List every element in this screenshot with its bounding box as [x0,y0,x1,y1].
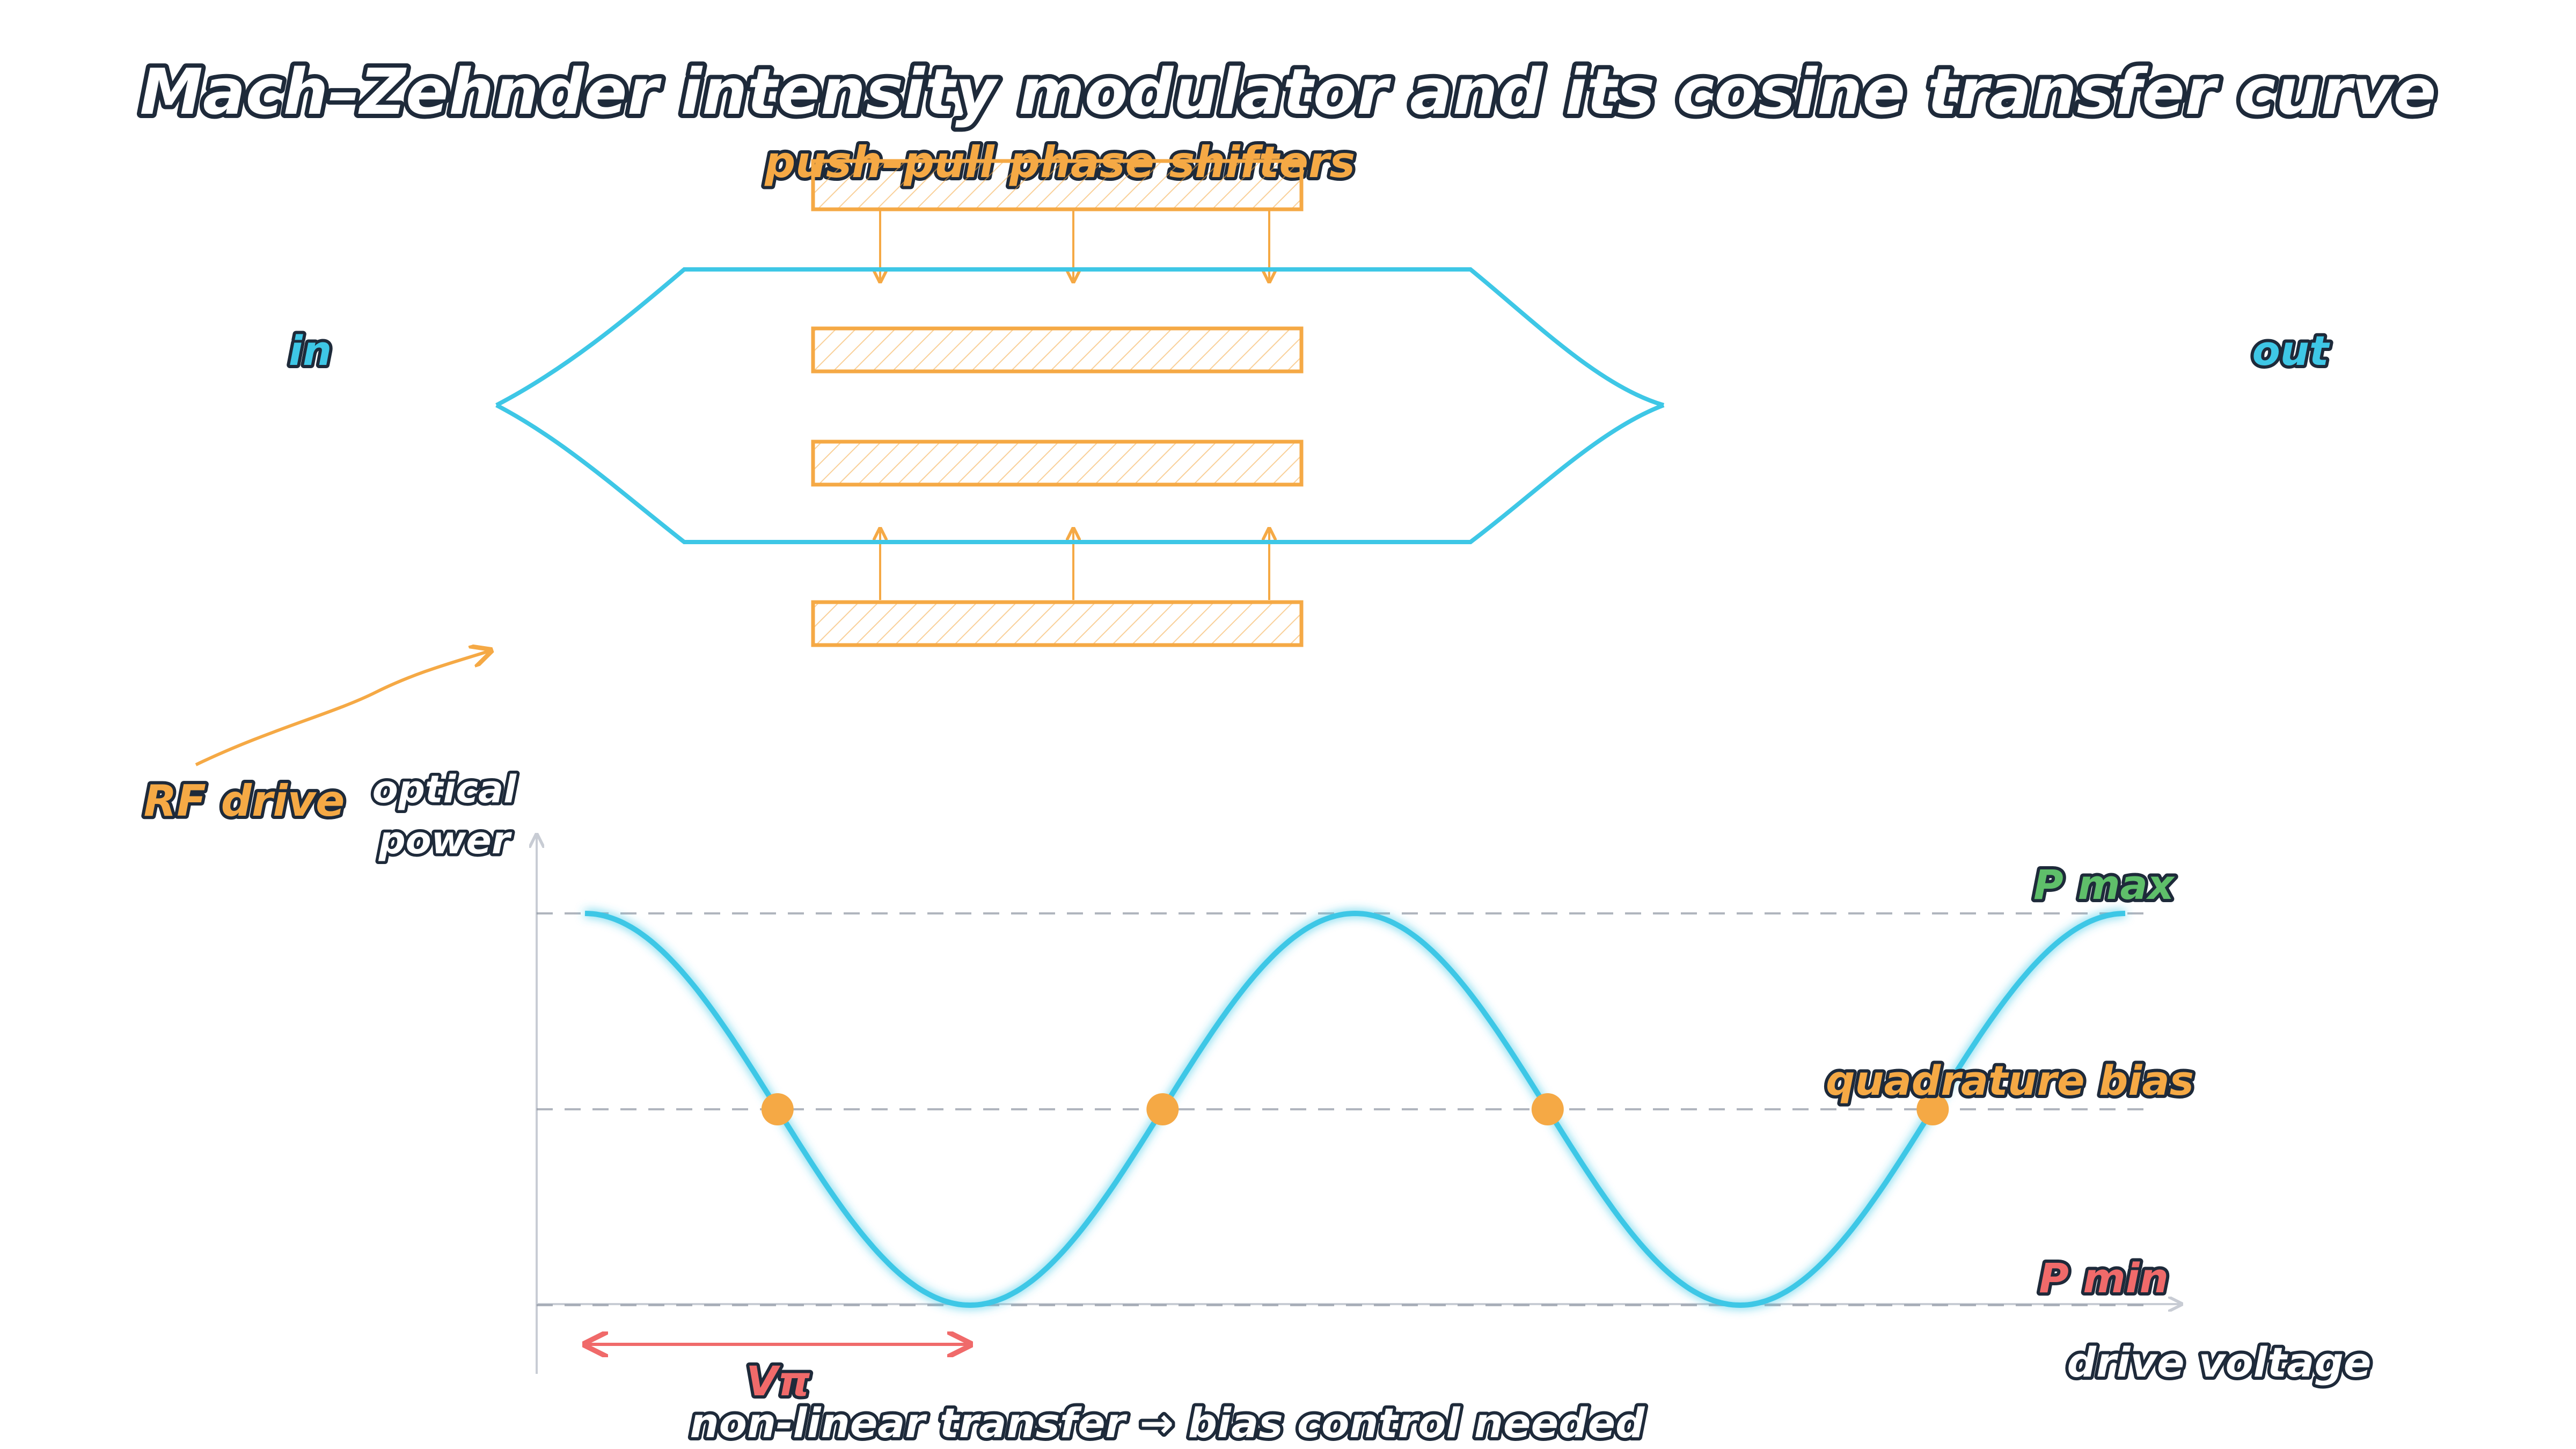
mzi-lower-arm [495,403,1665,544]
input-label: in [289,327,332,375]
mzi-upper-arm [495,267,1665,407]
p-max-label: P max [2033,861,2175,909]
electrode-inner-lower [811,440,1304,487]
transfer-curve [584,910,2126,1308]
quadrature-bias-label: quadrature bias [1826,1057,2194,1104]
quadrature-bias-points [761,1093,1949,1125]
quadrature-bias-point [761,1093,794,1125]
field-arrows-bottom [880,529,1269,600]
quadrature-bias-point [1916,1093,1949,1125]
x-axis-label: drive voltage [2067,1338,2372,1386]
y-axis-label-line1: optical [372,767,517,811]
electrode-inner-upper [811,326,1304,374]
v-pi-label: Vπ [747,1357,810,1405]
electrode-top [811,159,1304,211]
output-label: out [2252,327,2330,375]
p-min-label: P min [2039,1254,2169,1302]
y-axis-label-line2: power [378,818,513,862]
nonlinear-note: non-linear transfer → bias control neede… [690,1399,1646,1447]
rf-drive-arrow [195,650,491,766]
electrode-bottom [811,600,1304,647]
quadrature-bias-point [1146,1093,1179,1125]
rf-drive-label: RF drive [144,776,345,826]
quadrature-bias-point [1531,1093,1564,1125]
diagram-title: Mach–Zehnder intensity modulator and its… [140,55,2436,129]
